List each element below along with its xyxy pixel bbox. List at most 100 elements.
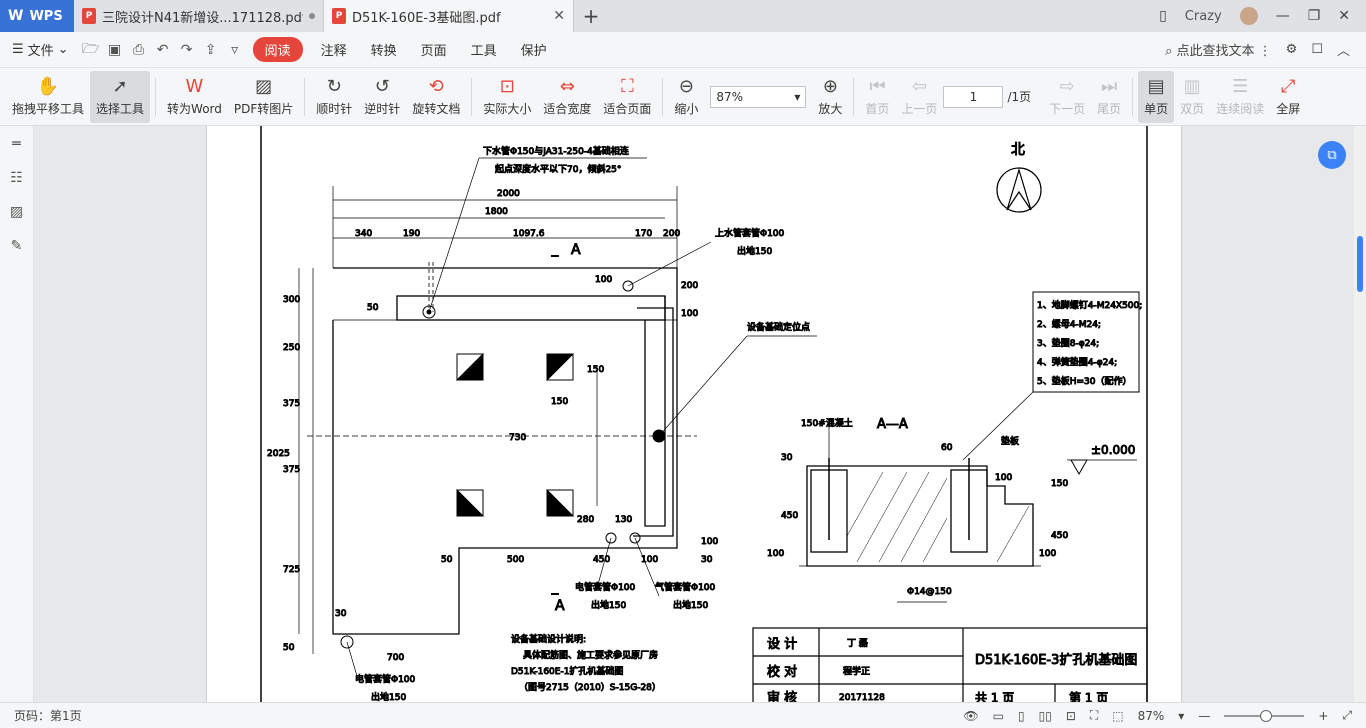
tab-document-2[interactable]: P D51K-160E-3基础图.pdf ✕ bbox=[324, 0, 574, 32]
rotate-cw-button[interactable]: ↻顺时针 bbox=[310, 71, 358, 123]
export-icon[interactable]: ⇪ bbox=[204, 41, 217, 58]
label: 逆时针 bbox=[364, 101, 401, 116]
design-note-4: （图号2715（2010）S-15G-28） bbox=[519, 682, 661, 693]
close-tab-icon[interactable]: ✕ bbox=[553, 8, 565, 24]
search-button[interactable]: ⌕ 点此查找文本 ⋮ bbox=[1165, 44, 1272, 59]
first-page-button[interactable]: ⏮首页 bbox=[859, 71, 895, 123]
anchor-bolt-marks bbox=[455, 352, 575, 517]
comment-icon[interactable]: ☐ bbox=[1311, 42, 1323, 57]
hand-tool-button[interactable]: ✋拖拽平移工具 bbox=[6, 71, 90, 123]
zoom-value: 87% bbox=[716, 89, 744, 104]
label: 适合宽度 bbox=[543, 101, 592, 116]
dim-200b: 200 bbox=[681, 281, 698, 291]
open-folder-icon[interactable]: 🗁 bbox=[81, 40, 100, 57]
dim-250: 250 bbox=[283, 343, 300, 353]
search-icon: ⌕ bbox=[1165, 44, 1173, 59]
close-window-icon[interactable]: ✕ bbox=[1338, 8, 1350, 24]
zoom-in-button[interactable]: ⊕放大 bbox=[812, 71, 848, 123]
tab-document-1[interactable]: P 三院设计N41新增设...171128.pdf bbox=[74, 0, 324, 32]
fit-page-button[interactable]: ⛶适合页面 bbox=[597, 71, 657, 123]
wps-home-tab[interactable]: W WPS bbox=[0, 0, 74, 32]
file-menu[interactable]: ☰ 文件 ⌄ bbox=[12, 40, 69, 59]
prev-page-button[interactable]: ⇦上一页 bbox=[895, 71, 943, 123]
more-chevron-icon[interactable]: ▿ bbox=[231, 41, 239, 58]
dim-725: 725 bbox=[283, 565, 300, 575]
settings-gear-icon[interactable]: ⚙ bbox=[1285, 42, 1298, 57]
tb-design-label: 设 计 bbox=[767, 637, 797, 652]
new-tab-button[interactable]: + bbox=[582, 4, 600, 28]
double-view-icon[interactable]: ▯▯ bbox=[1038, 708, 1052, 723]
rotate-ccw-button[interactable]: ↺逆时针 bbox=[358, 71, 406, 123]
fit-page-status-icon[interactable]: ⛶ bbox=[1089, 708, 1099, 722]
single-page-button[interactable]: ▤单页 bbox=[1138, 70, 1175, 123]
menu-convert[interactable]: 转换 bbox=[370, 44, 397, 59]
actual-size-status-icon[interactable]: ⊡ bbox=[1065, 708, 1076, 723]
eye-protect-icon[interactable]: 👁 bbox=[963, 708, 979, 723]
image-icon: ▨ bbox=[255, 75, 273, 97]
avatar[interactable] bbox=[1239, 7, 1258, 25]
fit-width-status-icon[interactable]: ⬚ bbox=[1112, 708, 1124, 723]
zoom-select[interactable]: 87%▾ bbox=[710, 85, 807, 108]
menu-protect[interactable]: 保护 bbox=[520, 44, 547, 59]
outline-icon[interactable]: ☷ bbox=[10, 170, 23, 186]
label: 拖拽平移工具 bbox=[12, 101, 85, 116]
note-rebar: Φ14@150 bbox=[907, 587, 952, 597]
floating-tool-icon[interactable]: ⧉ bbox=[1318, 141, 1346, 169]
zoom-slider-knob[interactable] bbox=[1260, 709, 1273, 722]
menu-read[interactable]: 阅读 bbox=[252, 37, 303, 62]
dim-375a: 375 bbox=[283, 399, 300, 409]
user-name[interactable]: Crazy bbox=[1184, 8, 1222, 24]
zoom-dropdown-icon[interactable]: ▾ bbox=[1178, 708, 1185, 723]
zoom-in-status-icon[interactable]: + bbox=[1318, 708, 1329, 723]
tb-review-label: 审 核 bbox=[767, 691, 797, 702]
redo-icon[interactable]: ↷ bbox=[180, 41, 193, 58]
menu-tools[interactable]: 工具 bbox=[470, 44, 497, 59]
thumbnail-icon[interactable]: ▨ bbox=[9, 204, 24, 220]
actual-size-button[interactable]: ⊡实际大小 bbox=[477, 71, 537, 123]
save-icon[interactable]: ▣ bbox=[107, 41, 122, 58]
arrow-left-icon: ⇦ bbox=[911, 75, 927, 97]
menu-page[interactable]: 页面 bbox=[420, 44, 447, 59]
rotate-doc-button[interactable]: ⟲旋转文档 bbox=[406, 71, 466, 123]
restore-icon[interactable]: ❐ bbox=[1307, 8, 1321, 24]
single-page-icon: ▤ bbox=[1147, 75, 1165, 97]
undo-icon[interactable]: ↶ bbox=[156, 41, 169, 58]
fullscreen-button[interactable]: ⤢全屏 bbox=[1270, 71, 1306, 123]
zoom-level[interactable]: 87% bbox=[1137, 708, 1165, 723]
continuous-read-button[interactable]: ☰连续阅读 bbox=[1210, 71, 1270, 123]
arrow-right-icon: ⇨ bbox=[1059, 75, 1075, 97]
last-page-button[interactable]: ⏭尾页 bbox=[1091, 71, 1127, 123]
fit-width-button[interactable]: ⇔ 适合宽度 bbox=[537, 71, 597, 123]
note-pad: 垫板 bbox=[1001, 435, 1019, 447]
vertical-scrollbar[interactable] bbox=[1354, 126, 1366, 702]
layout-icon[interactable]: ▯ bbox=[1159, 8, 1167, 24]
page-number-input[interactable]: 1 bbox=[943, 85, 1004, 108]
dim-170: 170 bbox=[635, 229, 652, 239]
scroll-thumb[interactable] bbox=[1357, 236, 1363, 292]
title-bar: W WPS P 三院设计N41新增设...171128.pdf P D51K-1… bbox=[0, 0, 1366, 32]
next-page-button[interactable]: ⇨下一页 bbox=[1043, 71, 1091, 123]
double-page-button[interactable]: ▥双页 bbox=[1174, 71, 1210, 123]
fullscreen-status-icon[interactable]: ⤢ bbox=[1342, 708, 1352, 722]
title-block bbox=[752, 627, 1148, 702]
document-viewport[interactable]: 2000 1800 340 190 1097.6 170 200 300 250… bbox=[34, 126, 1350, 702]
zoom-slider[interactable] bbox=[1224, 709, 1305, 722]
label: 连续阅读 bbox=[1216, 101, 1265, 116]
annotation-list-icon[interactable]: ✎ bbox=[10, 238, 23, 254]
collapse-chevron-icon[interactable]: ︿ bbox=[1336, 44, 1350, 59]
dim-30b: 30 bbox=[335, 609, 347, 619]
menu-annotate[interactable]: 注释 bbox=[320, 44, 347, 59]
select-tool-button[interactable]: ➚选择工具 bbox=[90, 70, 151, 123]
part-4: 4、弹簧垫圈4-φ24; bbox=[1037, 356, 1117, 368]
sidebar-collapse-icon[interactable]: ═ bbox=[12, 136, 21, 152]
tb-design-name: 丁 磊 bbox=[847, 638, 868, 649]
zoom-out-status-icon[interactable]: — bbox=[1198, 708, 1211, 723]
fit-width-icon: ⇔ bbox=[559, 75, 575, 97]
zoom-out-button[interactable]: ⊖缩小 bbox=[668, 71, 704, 123]
minimize-icon[interactable]: — bbox=[1275, 8, 1290, 24]
to-image-button[interactable]: ▨PDF转图片 bbox=[228, 71, 299, 123]
print-icon[interactable]: ⎙ bbox=[132, 41, 145, 58]
single-view-icon[interactable]: ▯ bbox=[1017, 708, 1025, 723]
view-mode-icon[interactable]: ▭ bbox=[992, 708, 1004, 723]
